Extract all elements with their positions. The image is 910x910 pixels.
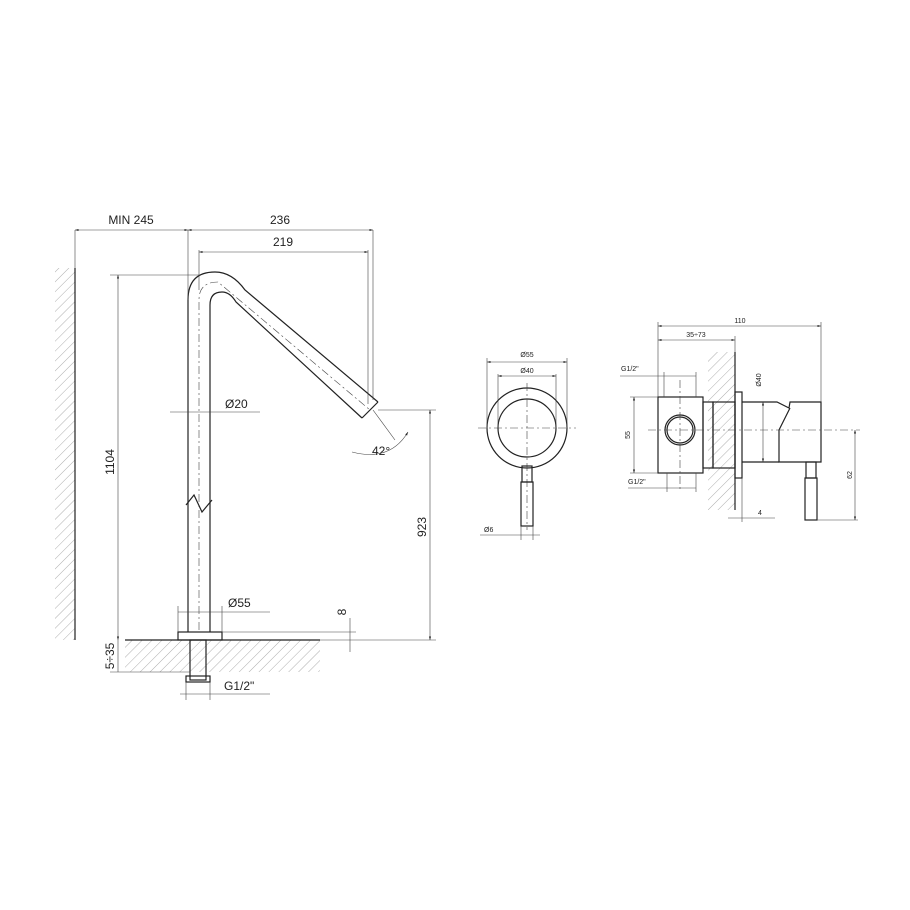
spout-view: MIN 245 236 219 Ø20 42° 1104 5÷35 923 8 … bbox=[55, 213, 436, 700]
wall-hatch-side bbox=[708, 352, 735, 510]
dim-pipe-diameter: Ø20 bbox=[225, 397, 248, 411]
dim-base-thickness: 8 bbox=[335, 608, 349, 615]
dim-body-diameter-side: Ø40 bbox=[756, 373, 763, 386]
spout-outer bbox=[187, 271, 379, 632]
dim-plate-thickness: 4 bbox=[758, 510, 762, 517]
dim-min-245: MIN 245 bbox=[108, 213, 154, 227]
dim-handle-length: 62 bbox=[847, 471, 854, 479]
dim-1104: 1104 bbox=[103, 449, 117, 475]
dim-base-diameter: Ø55 bbox=[228, 596, 251, 610]
front-view: Ø55 Ø40 Ø6 bbox=[478, 352, 576, 540]
dim-body-diameter: Ø40 bbox=[520, 368, 533, 375]
dim-plate-diameter: Ø55 bbox=[520, 352, 533, 359]
dim-236: 236 bbox=[270, 213, 290, 227]
dim-floor-range: 5÷35 bbox=[103, 642, 117, 669]
dim-thread: G1/2" bbox=[224, 679, 254, 693]
dim-box-height: 55 bbox=[625, 431, 632, 439]
dim-handle-diameter: Ø6 bbox=[484, 527, 493, 534]
wall-hatch bbox=[55, 268, 75, 640]
dim-inlet-top: G1/2" bbox=[621, 366, 639, 373]
dim-inlet-bottom: G1/2" bbox=[628, 479, 646, 486]
side-view: 110 35÷73 G1/2" G1/2" 55 Ø40 62 4 bbox=[620, 318, 860, 522]
spout-inner bbox=[209, 291, 363, 632]
dim-wall-range: 35÷73 bbox=[686, 332, 706, 339]
dim-219: 219 bbox=[273, 235, 293, 249]
dim-923: 923 bbox=[415, 517, 429, 537]
dim-total-depth: 110 bbox=[734, 318, 745, 325]
dim-angle: 42° bbox=[372, 444, 390, 458]
floor-hatch bbox=[125, 640, 320, 672]
